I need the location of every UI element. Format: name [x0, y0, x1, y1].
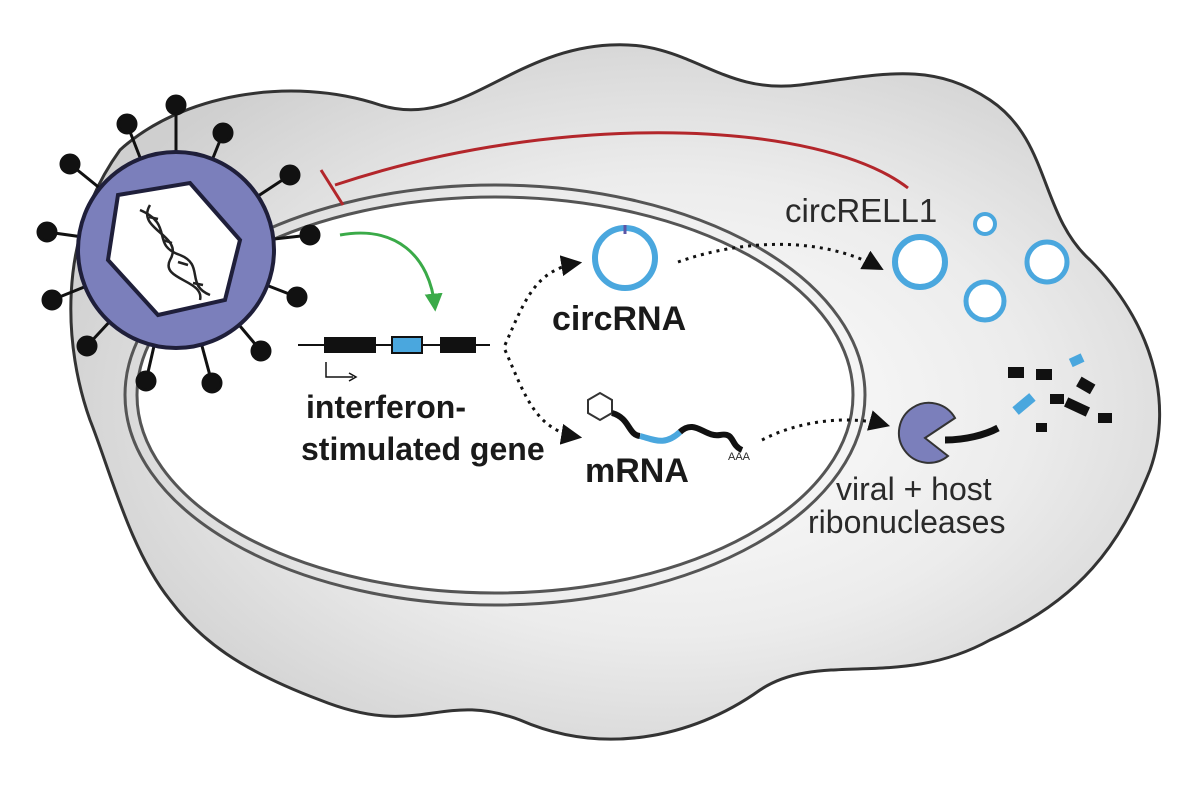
isg-label-line2: stimulated gene: [301, 431, 545, 467]
isg-label-line1: interferon-: [306, 389, 466, 425]
nuclear-envelope-outer: [123, 183, 867, 607]
circrell1-label: circRELL1: [785, 192, 937, 229]
rna-fragments: [1008, 353, 1112, 432]
circrna-label: circRNA: [552, 300, 686, 338]
pacman-ribonuclease-icon: [897, 401, 1000, 464]
nuclear-envelope-inner: [135, 195, 855, 595]
rnase-label-line1: viral + host: [836, 471, 992, 507]
polya-label: AAA: [728, 451, 751, 463]
activation-arrow: [339, 231, 443, 312]
splice-arrow-linear: [503, 349, 583, 445]
inhibition-line: [334, 131, 909, 190]
dna-helix-icon: [139, 204, 211, 301]
virus-particle-icon: [36, 94, 321, 394]
export-arrow-circ: [677, 242, 884, 271]
gene-schematic: [298, 336, 490, 382]
cytoplasmic-circrna-group: [892, 212, 1070, 323]
nuclear-circrna: [592, 225, 658, 291]
inhibition-bar: [319, 169, 345, 206]
rnase-label-line2: ribonucleases: [808, 504, 1005, 540]
mrna-molecule: [587, 391, 744, 453]
mrna-label: mRNA: [585, 452, 689, 490]
export-arrow-mrna: [761, 410, 891, 442]
